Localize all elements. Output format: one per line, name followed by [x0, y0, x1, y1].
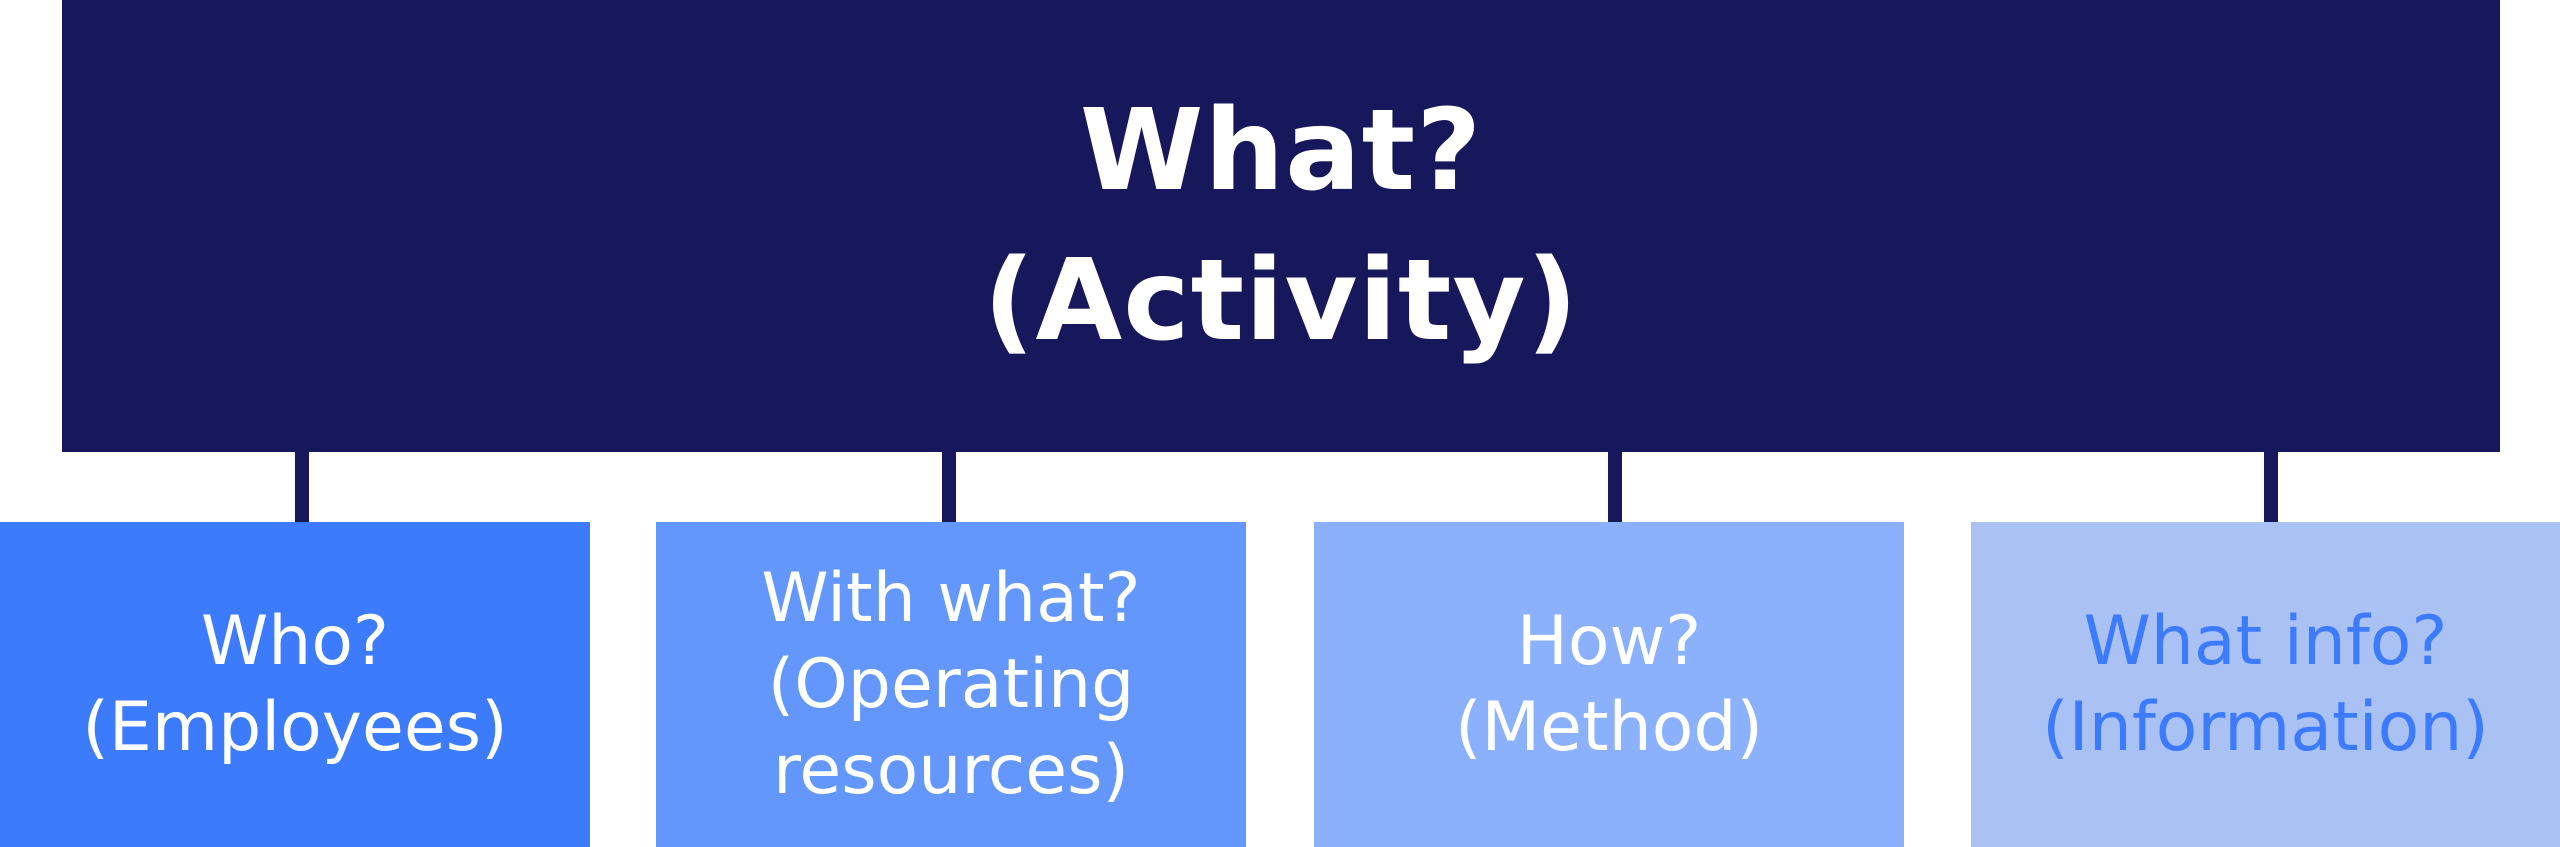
- root-title: What?: [1079, 86, 1483, 216]
- root-subtitle: (Activity): [983, 236, 1579, 366]
- child-node-method: How? (Method): [1314, 522, 1904, 847]
- child-subtitle: (Information): [2042, 687, 2489, 767]
- connector-line: [942, 450, 956, 524]
- connector-line: [295, 450, 309, 524]
- child-subtitle: (Operating: [767, 644, 1135, 724]
- child-title: With what?: [761, 558, 1141, 638]
- child-subtitle: (Method): [1454, 687, 1764, 767]
- child-title: How?: [1516, 601, 1702, 681]
- child-node-operating-resources: With what? (Operating resources): [656, 522, 1246, 847]
- child-subtitle: (Employees): [82, 687, 508, 767]
- root-node-activity: What? (Activity): [62, 0, 2500, 452]
- connector-line: [1608, 450, 1622, 524]
- child-title: What info?: [2083, 601, 2448, 681]
- connector-line: [2264, 450, 2278, 524]
- child-subtitle-cont: resources): [772, 730, 1130, 810]
- child-node-employees: Who? (Employees): [0, 522, 590, 847]
- child-title: Who?: [200, 601, 390, 681]
- child-node-information: What info? (Information): [1971, 522, 2560, 847]
